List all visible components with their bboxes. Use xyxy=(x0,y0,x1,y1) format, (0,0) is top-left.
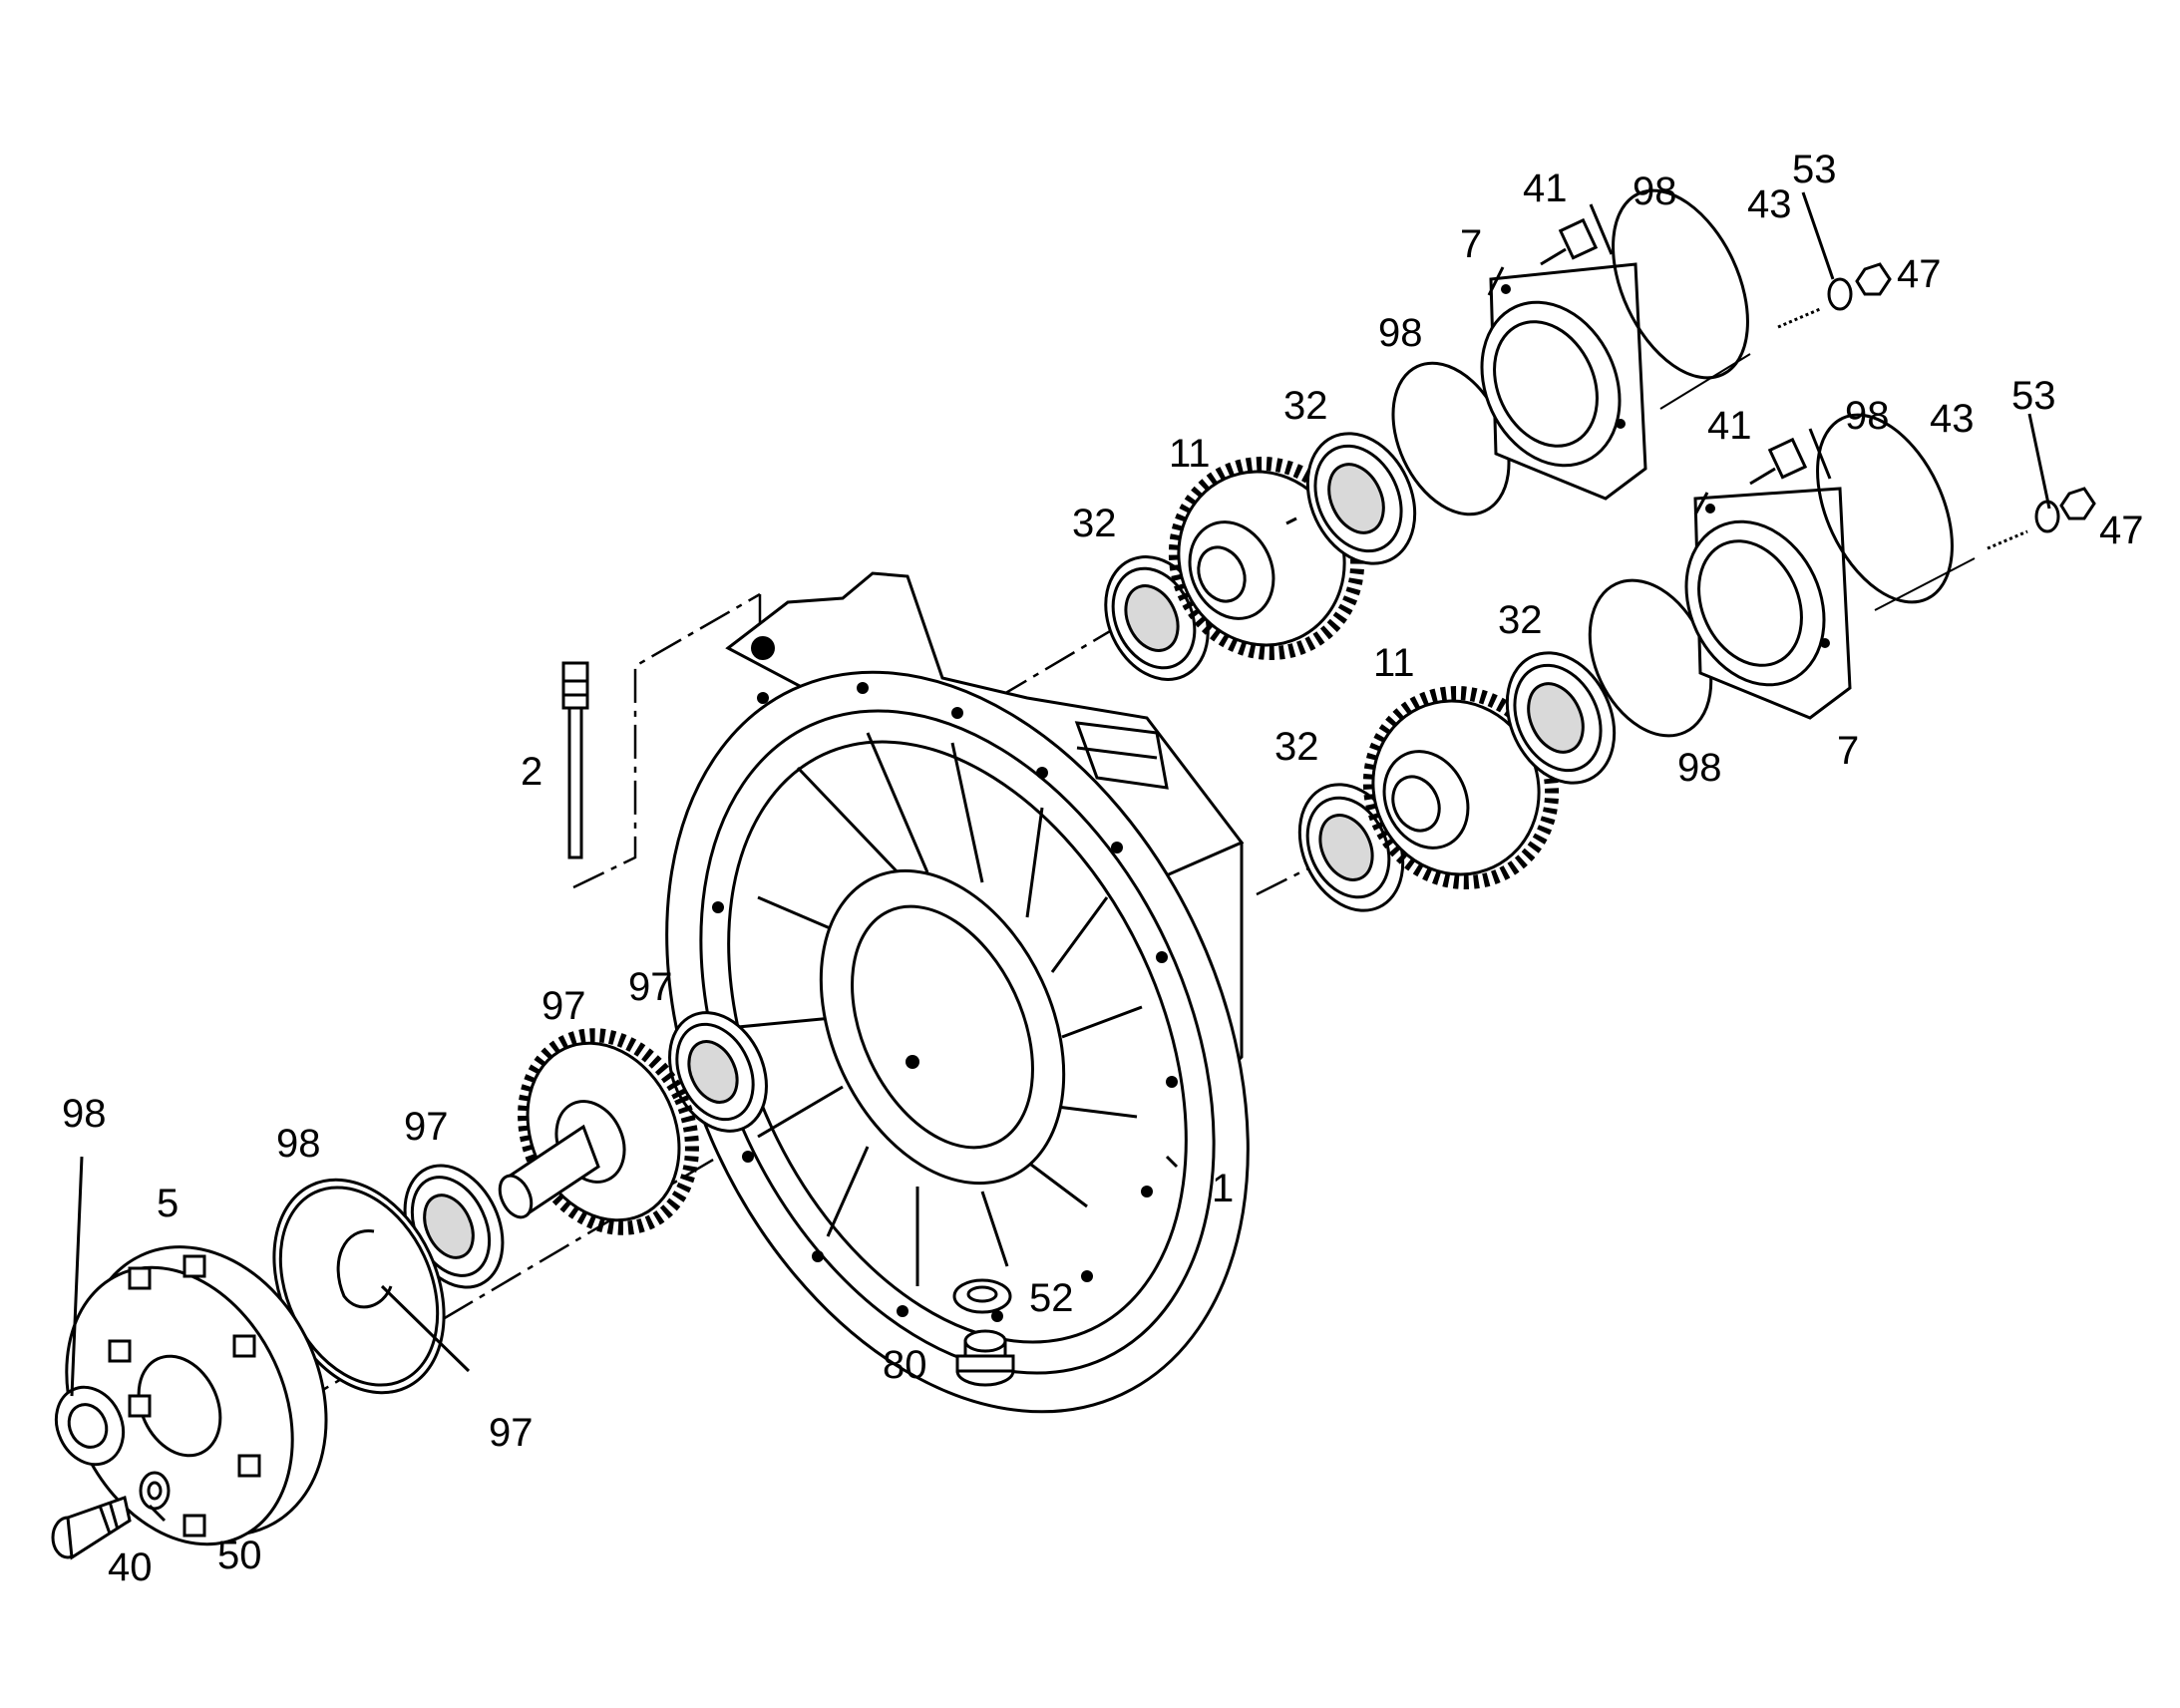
o-ring-98-upper-outer xyxy=(1612,188,1749,380)
label-98-lower-outer: 98 xyxy=(1845,394,1890,438)
label-11-upper: 11 xyxy=(1169,432,1211,476)
stud-washer-nut-lower xyxy=(1987,487,2096,550)
label-40: 40 xyxy=(108,1545,153,1589)
housing-ribs xyxy=(737,732,1143,1286)
label-53-upper: 53 xyxy=(1792,148,1837,191)
label-41-lower: 41 xyxy=(1707,404,1752,448)
label-97-gear: 97 xyxy=(542,984,586,1028)
label-43-lower: 43 xyxy=(1930,397,1975,441)
label-32-upper-right: 32 xyxy=(1283,384,1328,428)
label-32-lower-left: 32 xyxy=(1274,725,1319,769)
bearing-32-lower-left xyxy=(1297,783,1405,912)
label-98-upper-outer: 98 xyxy=(1633,170,1677,213)
gearbox-housing-part xyxy=(665,571,1250,1414)
label-97-bearing-input: 97 xyxy=(628,965,673,1009)
label-32-upper-left: 32 xyxy=(1072,502,1117,545)
label-7-upper: 7 xyxy=(1460,222,1482,266)
label-52: 52 xyxy=(1029,1276,1074,1320)
flange-5-part xyxy=(65,1245,328,1546)
bearing-32-upper-right xyxy=(1305,432,1417,565)
stud-washer-nut-upper xyxy=(1777,262,1892,329)
label-53-lower: 53 xyxy=(2011,374,2056,418)
seal-ring-52-part xyxy=(952,1278,1012,1314)
bolt-41-upper xyxy=(1540,217,1599,266)
label-5: 5 xyxy=(157,1182,179,1225)
label-97-circlip: 97 xyxy=(489,1411,534,1455)
bolt-40-part xyxy=(51,1496,132,1560)
label-41-upper: 41 xyxy=(1523,167,1568,210)
bearing-97-input xyxy=(668,1011,768,1133)
label-50: 50 xyxy=(217,1534,262,1577)
gear-97-input-shaft xyxy=(498,1028,699,1235)
label-2: 2 xyxy=(521,750,543,794)
label-97-bearing-left: 97 xyxy=(404,1105,449,1149)
bolt-41-lower xyxy=(1749,437,1808,486)
label-7-lower: 7 xyxy=(1837,729,1859,773)
callout-leader-lines xyxy=(70,191,2051,1523)
bearing-32-lower-right xyxy=(1505,651,1617,785)
label-80: 80 xyxy=(883,1343,927,1387)
label-11-lower: 11 xyxy=(1373,641,1415,685)
label-47-upper: 47 xyxy=(1897,252,1942,296)
cover-7-upper xyxy=(1480,262,1647,501)
label-47-lower: 47 xyxy=(2099,509,2144,552)
washer-50-part xyxy=(139,1471,171,1511)
label-1: 1 xyxy=(1212,1167,1234,1210)
label-43-upper: 43 xyxy=(1747,182,1792,226)
label-98-seal-flange: 98 xyxy=(62,1092,107,1136)
label-98-lower-inner: 98 xyxy=(1677,746,1722,790)
dipstick-part xyxy=(561,661,589,859)
label-32-lower-right: 32 xyxy=(1498,598,1543,642)
seal-98-flange xyxy=(54,1385,126,1467)
part-number-labels: 1 2 5 7 7 11 11 32 32 32 32 40 41 41 43 … xyxy=(62,148,2144,1589)
o-ring-98-lower-outer xyxy=(1816,413,1954,604)
label-98-o-ring-left: 98 xyxy=(276,1122,321,1166)
label-98-upper-inner: 98 xyxy=(1378,311,1423,355)
drain-plug-80-part xyxy=(955,1329,1015,1387)
cover-7-lower xyxy=(1684,487,1852,720)
